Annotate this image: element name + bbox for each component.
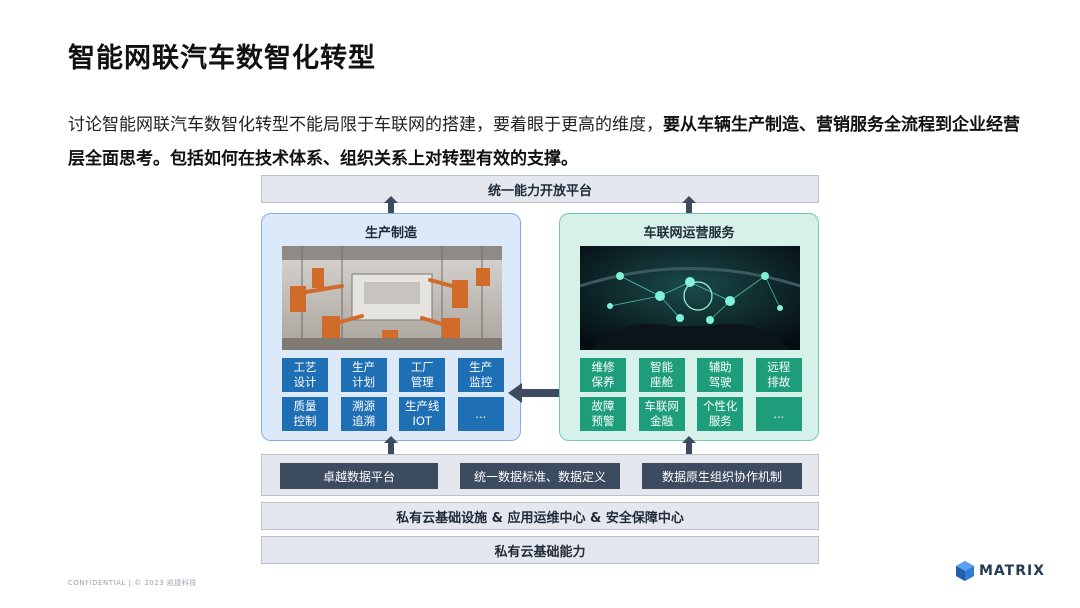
iov-tiles: 维修 保养 智能 座舱 辅助 驾驶 远程 排故 故障 预警 车联网 金融 个性化… bbox=[580, 358, 800, 431]
matrix-cube-icon bbox=[955, 560, 975, 582]
brand-name: MATRIX bbox=[979, 563, 1045, 579]
tile-production-line-iot: 生产线 IOT bbox=[399, 397, 445, 431]
data-native-collaboration: 数据原生组织协作机制 bbox=[642, 463, 802, 489]
arrow-up-left-bottom-icon bbox=[384, 436, 398, 455]
tile-remote-troubleshooting: 远程 排故 bbox=[756, 358, 802, 392]
tile-traceability: 溯源 追溯 bbox=[341, 397, 387, 431]
private-cloud-capability-bar: 私有云基础能力 bbox=[261, 536, 819, 564]
tile-production-plan: 生产 计划 bbox=[341, 358, 387, 392]
intro-paragraph: 讨论智能网联汽车数智化转型不能局限于车联网的搭建，要着眼于更高的维度，要从车辆生… bbox=[68, 108, 1028, 176]
excellent-data-platform: 卓越数据平台 bbox=[280, 463, 438, 489]
unified-open-platform-bar: 统一能力开放平台 bbox=[261, 175, 819, 203]
data-foundation-row: 卓越数据平台 统一数据标准、数据定义 数据原生组织协作机制 bbox=[261, 454, 819, 496]
tile-production-monitor: 生产 监控 bbox=[458, 358, 504, 392]
connected-car-cockpit-photo bbox=[580, 246, 800, 350]
iov-operations-panel: 车联网运营服务 bbox=[559, 213, 819, 441]
confidential-footer: CONFIDENTIAL | © 2023 凯捷科技 bbox=[68, 578, 197, 588]
tile-more-right: ... bbox=[756, 397, 802, 431]
iov-panel-title: 车联网运营服务 bbox=[560, 222, 818, 241]
brand-logo: MATRIX bbox=[955, 560, 1045, 582]
tile-quality-control: 质量 控制 bbox=[282, 397, 328, 431]
tile-maintenance: 维修 保养 bbox=[580, 358, 626, 392]
production-tiles: 工艺 设计 生产 计划 工厂 管理 生产 监控 质量 控制 溯源 追溯 生产线 … bbox=[282, 358, 502, 431]
tile-iov-finance: 车联网 金融 bbox=[639, 397, 685, 431]
production-panel-title: 生产制造 bbox=[262, 222, 520, 241]
tile-process-design: 工艺 设计 bbox=[282, 358, 328, 392]
arrow-up-right-bottom-icon bbox=[682, 436, 696, 455]
tile-more-left: ... bbox=[458, 397, 504, 431]
tile-personalized-service: 个性化 服务 bbox=[697, 397, 743, 431]
arrow-up-right-top-icon bbox=[682, 196, 696, 213]
production-panel: 生产制造 bbox=[261, 213, 521, 441]
tile-factory-management: 工厂 管理 bbox=[399, 358, 445, 392]
intro-normal: 讨论智能网联汽车数智化转型不能局限于车联网的搭建，要着眼于更高的维度， bbox=[68, 115, 663, 135]
private-cloud-infra-bar: 私有云基础设施 & 应用运维中心 & 安全保障中心 bbox=[261, 502, 819, 530]
tile-fault-warning: 故障 预警 bbox=[580, 397, 626, 431]
unified-data-standards: 统一数据标准、数据定义 bbox=[460, 463, 620, 489]
tile-smart-cockpit: 智能 座舱 bbox=[639, 358, 685, 392]
factory-robots-photo bbox=[282, 246, 502, 350]
tile-assisted-driving: 辅助 驾驶 bbox=[697, 358, 743, 392]
page-title: 智能网联汽车数智化转型 bbox=[68, 36, 376, 75]
arrow-up-left-top-icon bbox=[384, 196, 398, 213]
